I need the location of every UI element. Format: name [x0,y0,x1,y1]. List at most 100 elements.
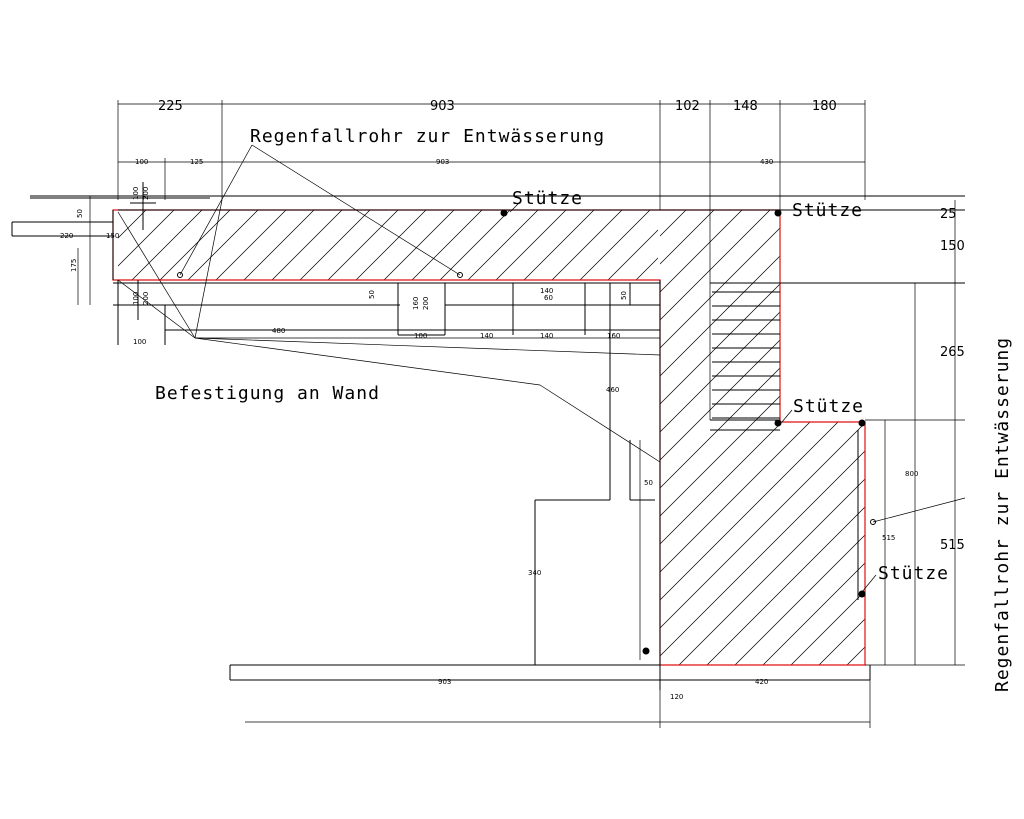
hatch-line [775,210,865,665]
dim-label: 102 [675,99,700,114]
column-marker [774,209,782,217]
dim-label: 100 [135,158,148,166]
hatch-line [579,210,651,280]
hatched-roof-area-top [10,200,772,290]
wall-beam: 50 220 175 150 [11,195,965,305]
leader-lines [117,144,966,593]
dim-label: 148 [733,99,758,114]
dim-label: 140 [540,332,553,340]
hatch-line [355,210,427,280]
hatch-line [691,210,865,665]
downpipe-marker [457,272,463,278]
roof-outline [112,209,866,666]
dim-label: 800 [905,470,918,478]
label-downpipe-top: Regenfallrohr zur Entwässerung [250,126,605,147]
dim-label: 515 [882,534,895,542]
under-structure: 100 200 100 480 50 160 200 100 140 140 6… [113,280,661,690]
hatch-line [160,200,640,680]
dim-label: 125 [190,158,203,166]
hatch-line [523,210,595,280]
hatch-line [411,210,483,280]
dim-label: 340 [528,569,541,577]
hatch-line [660,210,865,665]
hatch-line [660,210,865,665]
hatch-line [383,210,455,280]
hatch-line [327,210,399,280]
hatch-line [243,210,315,280]
hatch-line [607,229,658,280]
label-downpipe-right: Regenfallrohr zur Entwässerung [992,337,1013,692]
hatch-line [299,210,371,280]
dim-label: 175 [70,259,78,272]
hatch-line [131,210,203,280]
column-marker [774,419,782,427]
dim-label: 480 [272,327,285,335]
dim-label: 140 [480,332,493,340]
hatch-line [660,210,865,665]
hatch-line [467,210,539,280]
hatch-line [271,210,343,280]
lower-left-structure: 460 50 340 [528,386,655,666]
dim-label: 200 [142,292,150,305]
label-column: Stütze [512,188,583,209]
dim-label: 50 [644,479,653,487]
dim-label: 25 [940,207,957,222]
label-wall-fixing: Befestigung an Wand [155,383,380,404]
right-dimension-chain: 25 150 265 515 800 515 [857,200,965,666]
downpipe-marker [870,519,876,525]
hatch-line [660,210,669,665]
hatch-line [10,200,100,290]
second-dimension-chain: 100 125 903 430 100 200 [118,158,865,230]
hatch-line [159,210,231,280]
hatch-line [660,210,725,665]
hatch-line [660,210,865,665]
bottom-beams: 903 120 420 [229,664,871,728]
dim-label: 420 [755,678,768,686]
label-column: Stütze [793,396,864,417]
hatch-line [660,210,837,665]
hatch-line [660,210,865,665]
staircase [710,282,965,431]
hatch-line [660,210,865,665]
hatch-line [660,210,865,665]
hatch-line [551,210,623,280]
dim-label: 140 [540,287,553,295]
hatch-line [660,210,781,665]
hatch-line [682,200,772,290]
hatch-line [803,210,865,665]
dim-label: 903 [438,678,451,686]
dim-label: 150 [940,239,965,254]
hatch-line [719,210,865,665]
hatch-line [187,210,259,280]
dim-label: 160 [412,297,420,310]
hatch-line [118,210,175,267]
dim-label: 265 [940,345,965,360]
dim-label: 50 [620,291,628,300]
hatch-line [660,210,809,665]
column-marker [858,590,866,598]
dim-label: 150 [106,232,119,240]
hatched-roof-area-right [160,200,865,680]
dim-label: 100 [132,187,140,200]
dim-label: 460 [606,386,619,394]
dim-label: 430 [760,158,773,166]
dim-label: 50 [368,290,376,299]
dim-label: 200 [142,187,150,200]
hatch-line [635,257,658,280]
dim-label: 200 [422,297,430,310]
dim-label: 180 [812,99,837,114]
hatch-line [660,210,753,665]
dim-label: 100 [133,338,146,346]
column-marker [858,419,866,427]
label-column: Stütze [878,563,949,584]
dim-label: 50 [76,209,84,218]
hatch-line [118,210,147,239]
hatch-line [663,210,865,665]
dim-label: 225 [158,99,183,114]
dim-label: 160 [607,332,620,340]
dim-label: 100 [132,292,140,305]
dim-label: 903 [436,158,449,166]
dim-label: 903 [430,99,455,114]
dim-label: 100 [414,332,427,340]
